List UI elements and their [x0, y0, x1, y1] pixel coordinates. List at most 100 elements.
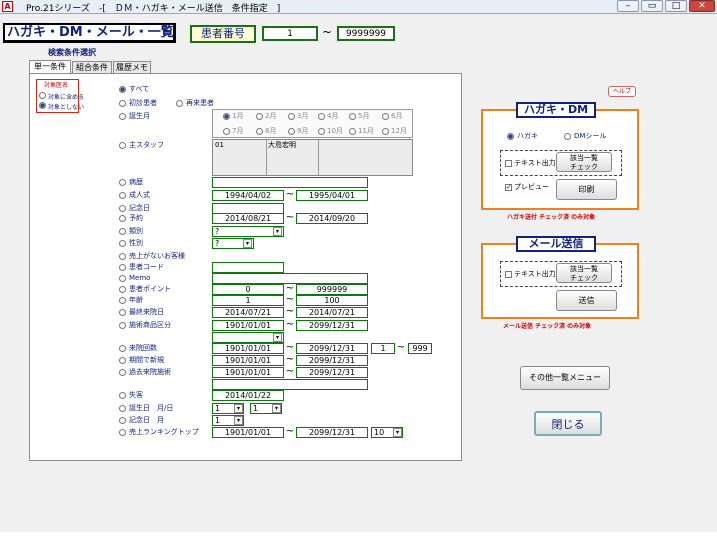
- target-include-radio[interactable]: [39, 92, 46, 99]
- patient-code-input[interactable]: [212, 262, 284, 273]
- minimize-button[interactable]: –: [617, 0, 639, 12]
- rank-from-input[interactable]: 1901/01/01: [212, 427, 284, 438]
- product-category-select[interactable]: [212, 332, 284, 343]
- mail-text-output-checkbox[interactable]: [505, 271, 512, 278]
- postcard-radio[interactable]: [507, 133, 514, 140]
- last-visit-from-input[interactable]: 2014/07/21: [212, 307, 284, 318]
- reserve-from-input[interactable]: 2014/08/21: [212, 213, 284, 224]
- print-button[interactable]: 印刷: [556, 179, 617, 200]
- month-radio-4[interactable]: [318, 113, 325, 120]
- tab-history-memo[interactable]: 履歴メモ: [113, 61, 151, 74]
- other-list-menu-button[interactable]: その他一覧メニュー: [520, 366, 610, 390]
- category-dropdown-icon[interactable]: ▾: [273, 227, 282, 236]
- cond-deceased-radio[interactable]: [119, 392, 126, 399]
- gender-select[interactable]: ?: [212, 238, 254, 249]
- bday-day-select[interactable]: 1: [250, 403, 282, 414]
- product-to-input[interactable]: 2099/12/31: [296, 320, 368, 331]
- cond-all-radio[interactable]: [119, 86, 126, 93]
- send-button[interactable]: 送信: [556, 290, 617, 311]
- past-visit-item-input[interactable]: [212, 379, 368, 390]
- bday-month-select[interactable]: 1: [212, 403, 244, 414]
- month-radio-11[interactable]: [349, 128, 356, 135]
- points-from-input[interactable]: 0: [212, 284, 284, 295]
- visit-count-to-input[interactable]: 999: [408, 343, 432, 354]
- cond-age-radio[interactable]: [119, 297, 126, 304]
- visit-count-from-input[interactable]: 1: [371, 343, 395, 354]
- cond-birthday-radio[interactable]: [119, 405, 126, 412]
- month-radio-2[interactable]: [256, 113, 263, 120]
- rank-to-input[interactable]: 2099/12/31: [296, 427, 368, 438]
- mail-check-list-button[interactable]: 該当一覧 チェック: [556, 263, 612, 283]
- points-to-input[interactable]: 999999: [296, 284, 368, 295]
- rank-top-dropdown-icon[interactable]: ▾: [393, 428, 402, 437]
- cond-past-visit-radio[interactable]: [119, 369, 126, 376]
- cond-no-sales-radio[interactable]: [119, 253, 126, 260]
- visit-from-input[interactable]: 1901/01/01: [212, 343, 284, 354]
- cond-birth-month-radio[interactable]: [119, 113, 126, 120]
- postcard-text-output-checkbox[interactable]: [505, 160, 512, 167]
- product-dropdown-icon[interactable]: ▾: [273, 333, 282, 342]
- cond-category-radio[interactable]: [119, 228, 126, 235]
- cond-new-patient-radio[interactable]: [119, 100, 126, 107]
- memo-input[interactable]: [212, 273, 368, 284]
- month-radio-12[interactable]: [382, 128, 389, 135]
- staff-list[interactable]: [212, 139, 413, 176]
- rank-top-select[interactable]: 10: [371, 427, 403, 438]
- target-exclude-radio[interactable]: [39, 102, 46, 109]
- deceased-date-input[interactable]: 2014/01/22: [212, 390, 284, 401]
- age-from-input[interactable]: 1: [212, 295, 284, 306]
- bday-month-dropdown-icon[interactable]: ▾: [234, 404, 243, 413]
- adult-to-input[interactable]: 1995/04/01: [296, 190, 368, 201]
- close-button[interactable]: 閉じる: [534, 411, 602, 436]
- cond-patient-code-radio[interactable]: [119, 264, 126, 271]
- cond-product-category-radio[interactable]: [119, 322, 126, 329]
- tab-combined-condition[interactable]: 組合条件: [72, 61, 112, 74]
- restore-button[interactable]: ▭: [641, 0, 663, 12]
- illness-input[interactable]: [212, 177, 368, 188]
- maximize-button[interactable]: □: [665, 0, 687, 12]
- month-radio-1[interactable]: [223, 113, 230, 120]
- dm-seal-radio[interactable]: [564, 133, 571, 140]
- cond-adult-radio[interactable]: [119, 192, 126, 199]
- month-radio-6[interactable]: [382, 113, 389, 120]
- postcard-check-list-button[interactable]: 該当一覧 チェック: [556, 152, 612, 172]
- month-radio-5[interactable]: [349, 113, 356, 120]
- past-visit-to-input[interactable]: 2099/12/31: [296, 367, 368, 378]
- month-radio-7[interactable]: [223, 128, 230, 135]
- cond-reservation-radio[interactable]: [119, 215, 126, 222]
- cond-memo-radio[interactable]: [119, 275, 126, 282]
- help-button[interactable]: ヘルプ: [608, 86, 636, 97]
- adult-from-input[interactable]: 1994/04/02: [212, 190, 284, 201]
- anniv-month-select[interactable]: 1: [212, 415, 244, 426]
- reserve-to-input[interactable]: 2014/09/20: [296, 213, 368, 224]
- anniv-month-dropdown-icon[interactable]: ▾: [234, 416, 243, 425]
- postcard-preview-checkbox[interactable]: ✓: [505, 183, 512, 191]
- bday-day-dropdown-icon[interactable]: ▾: [272, 404, 281, 413]
- month-radio-3[interactable]: [288, 113, 295, 120]
- period-new-from-input[interactable]: 1901/01/01: [212, 355, 284, 366]
- past-visit-from-input[interactable]: 1901/01/01: [212, 367, 284, 378]
- period-new-to-input[interactable]: 2099/12/31: [296, 355, 368, 366]
- cond-period-new-radio[interactable]: [119, 357, 126, 364]
- cond-anniversary-radio[interactable]: [119, 205, 126, 212]
- visit-to-input[interactable]: 2099/12/31: [296, 343, 368, 354]
- month-radio-8[interactable]: [256, 128, 263, 135]
- cond-sales-ranking-radio[interactable]: [119, 429, 126, 436]
- cond-points-radio[interactable]: [119, 286, 126, 293]
- close-window-button[interactable]: ✕: [689, 0, 715, 12]
- cond-gender-radio[interactable]: [119, 240, 126, 247]
- last-visit-to-input[interactable]: 2014/07/21: [296, 307, 368, 318]
- cond-illness-radio[interactable]: [119, 179, 126, 186]
- gender-dropdown-icon[interactable]: ▾: [243, 239, 252, 248]
- cond-visit-count-radio[interactable]: [119, 345, 126, 352]
- patient-no-from-input[interactable]: 1: [262, 26, 318, 41]
- cond-main-staff-radio[interactable]: [119, 142, 126, 149]
- category-select[interactable]: ?: [212, 226, 284, 237]
- month-radio-10[interactable]: [318, 128, 325, 135]
- cond-returning-radio[interactable]: [176, 100, 183, 107]
- tab-single-condition[interactable]: 単一条件: [29, 60, 71, 74]
- month-radio-9[interactable]: [288, 128, 295, 135]
- cond-anniv-month-radio[interactable]: [119, 417, 126, 424]
- cond-last-visit-radio[interactable]: [119, 309, 126, 316]
- product-from-input[interactable]: 1901/01/01: [212, 320, 284, 331]
